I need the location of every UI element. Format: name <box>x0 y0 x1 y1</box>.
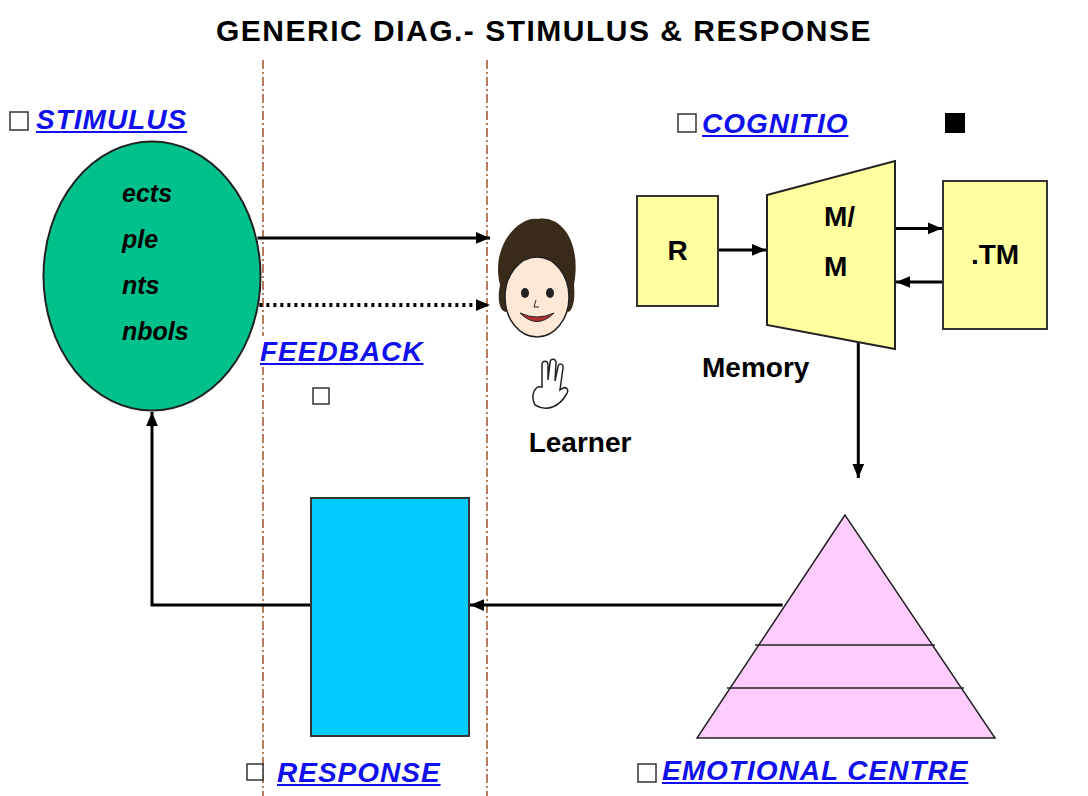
memory-label: Memory <box>702 352 809 383</box>
checkbox <box>678 114 696 132</box>
diagram-title: GENERIC DIAG.- STIMULUS & RESPONSE <box>216 14 872 47</box>
black-square <box>945 113 965 133</box>
text-slot: EMOTIONAL CENTRE <box>660 755 970 787</box>
divider-line <box>486 60 488 796</box>
node-text: ects ple nts nbols <box>122 170 202 354</box>
memory-box: .TM <box>942 180 1048 330</box>
node-text: R <box>667 235 687 267</box>
checkbox <box>10 112 28 130</box>
text-slot: RESPONSE <box>275 757 443 789</box>
label-slot: STIMULUS <box>34 104 189 136</box>
emotion-pyramid-outline <box>695 478 997 740</box>
section-heading: RESPONSE <box>275 757 443 788</box>
connector-arrow <box>152 412 310 605</box>
memory-box: R <box>636 195 719 307</box>
text-slot: Learner <box>490 427 670 459</box>
node-text: Learner <box>529 427 632 458</box>
connector-arrow <box>896 227 942 230</box>
label-slot: COGNITIO <box>700 108 850 140</box>
text-slot: ects ple nts nbols <box>122 170 202 354</box>
stimulus-ellipse: ects ple nts nbols <box>42 140 262 412</box>
text-slot: M/ M <box>824 192 872 292</box>
section-heading: COGNITIO <box>700 108 850 139</box>
learner-hand <box>533 359 568 408</box>
connector-arrow <box>259 303 490 307</box>
checkbox <box>638 764 656 782</box>
response-box: RESPONSE <box>310 497 470 737</box>
connector-arrow <box>857 342 860 478</box>
learner-face <box>498 219 576 409</box>
checkbox <box>313 388 329 404</box>
connector-arrow <box>719 248 766 251</box>
title-bar: GENERIC DIAG.- STIMULUS & RESPONSE <box>0 14 1088 48</box>
divider-line <box>262 60 264 796</box>
connector-arrow <box>896 281 942 284</box>
node-text: M/ M <box>824 192 872 292</box>
section-heading: STIMULUS <box>34 104 189 135</box>
label-slot: Memory <box>702 352 809 384</box>
section-heading: FEEDBACK <box>258 336 426 367</box>
checkbox <box>247 764 263 780</box>
node-text: .TM <box>971 239 1019 271</box>
connector-arrow <box>470 604 783 607</box>
emotion-pyramid: EMOTIONAL CENTRE <box>695 478 997 740</box>
connector-arrow <box>258 236 490 239</box>
memory-trapezoid: M/ M <box>766 160 896 350</box>
section-heading: EMOTIONAL CENTRE <box>660 755 970 786</box>
label-slot: FEEDBACK <box>258 336 426 368</box>
